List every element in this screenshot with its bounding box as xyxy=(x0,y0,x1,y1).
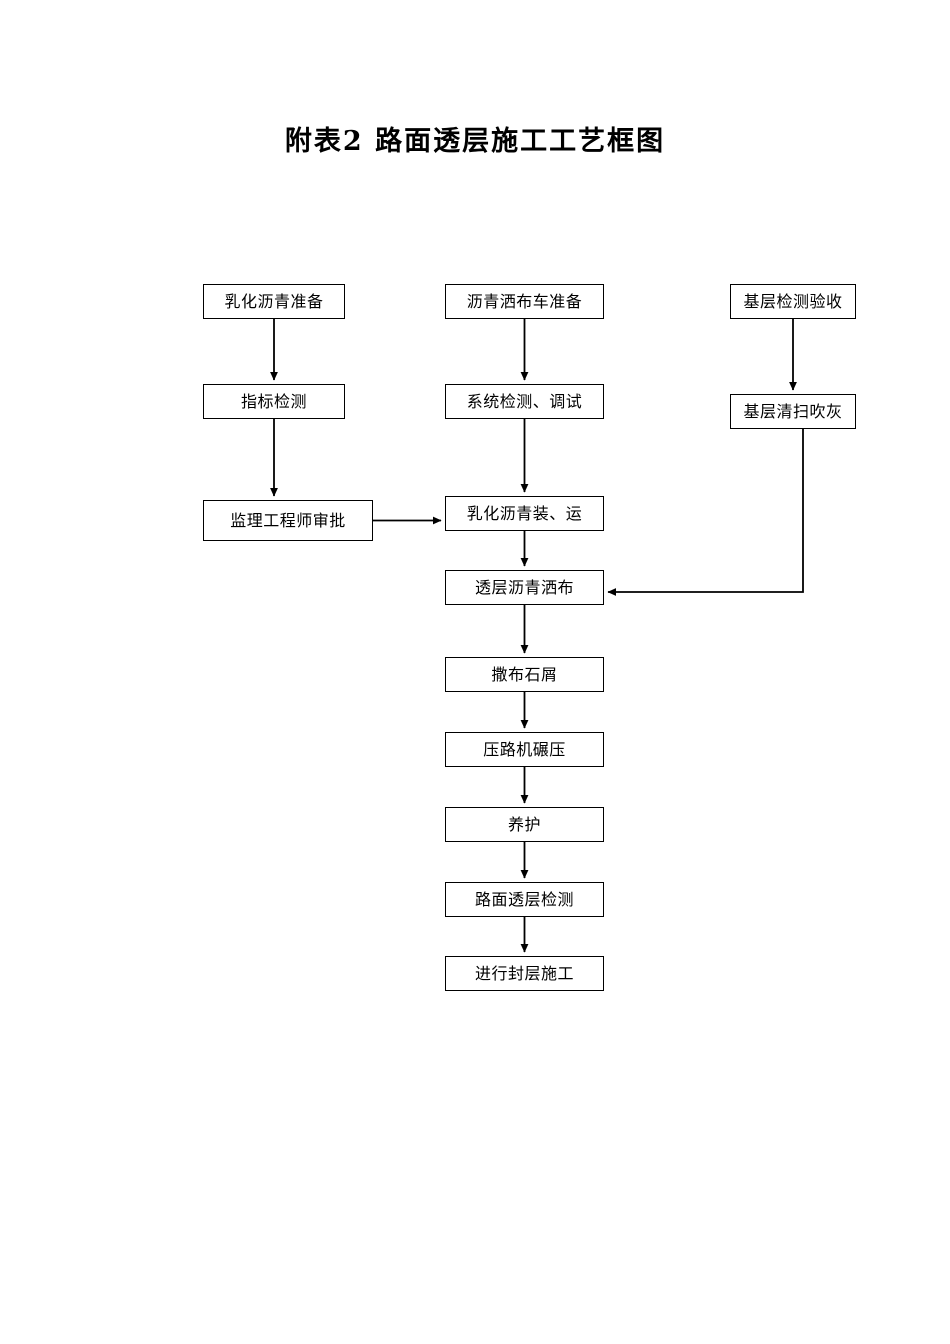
node-lumian-touceng-jiance[interactable]: 路面透层检测 xyxy=(445,882,604,917)
page-title: 附表2 路面透层施工工艺框图 xyxy=(284,126,666,157)
node-touceng-liqing-sabu[interactable]: 透层沥青洒布 xyxy=(445,570,604,605)
node-sabu-shixie[interactable]: 撒布石屑 xyxy=(445,657,604,692)
node-liqing-sabuche-zhunbei[interactable]: 沥青洒布车准备 xyxy=(445,284,604,319)
node-xitong-jiance-tiaoshi[interactable]: 系统检测、调试 xyxy=(445,384,604,419)
node-jinxing-fengceng-shigong[interactable]: 进行封层施工 xyxy=(445,956,604,991)
node-ruhua-liqing-zhunbei[interactable]: 乳化沥青准备 xyxy=(203,284,345,319)
node-yaluji-nianya[interactable]: 压路机碾压 xyxy=(445,732,604,767)
node-yanghu[interactable]: 养护 xyxy=(445,807,604,842)
edge-n6-n9 xyxy=(607,429,804,596)
node-jiceng-qingsao-chuihui[interactable]: 基层清扫吹灰 xyxy=(730,394,856,429)
node-jianli-gongchengshi-shenpi[interactable]: 监理工程师审批 xyxy=(203,500,373,541)
node-zhibiao-jiance[interactable]: 指标检测 xyxy=(203,384,345,419)
node-jiceng-jiance-yanshou[interactable]: 基层检测验收 xyxy=(730,284,856,319)
node-ruhua-liqing-zhuangyun[interactable]: 乳化沥青装、运 xyxy=(445,496,604,531)
